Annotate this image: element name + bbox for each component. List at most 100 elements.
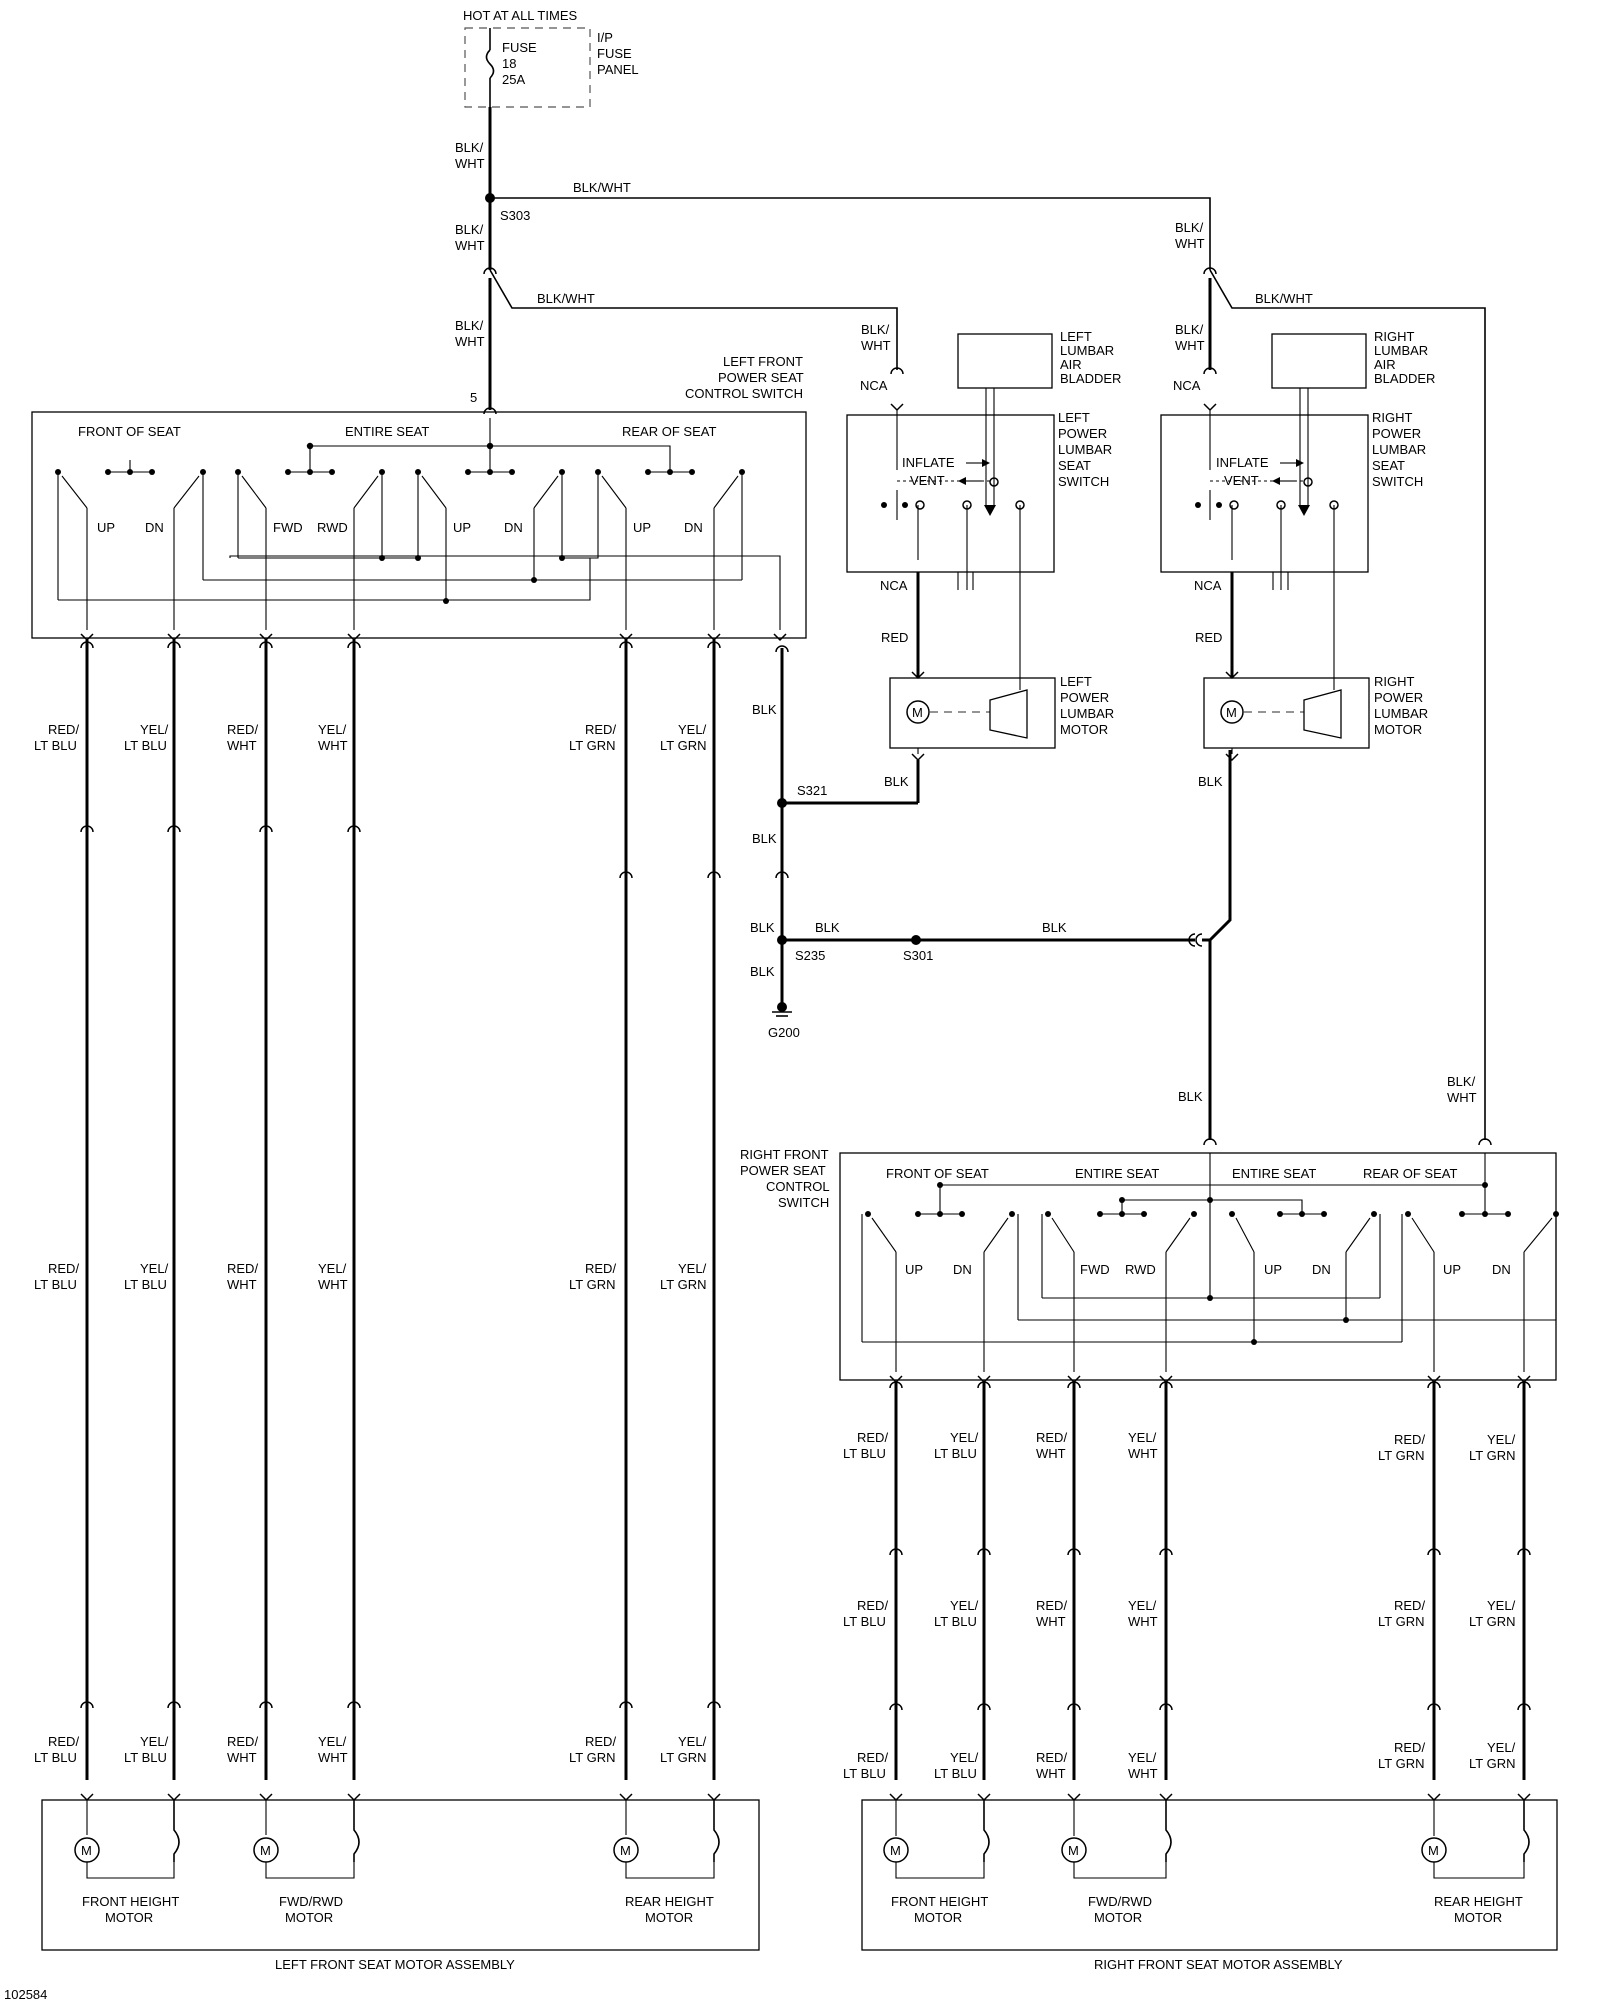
- wl-l1-a0: RED/: [48, 722, 79, 737]
- wl-r2-a1: LT BLU: [843, 1614, 886, 1629]
- wl-l1-e1: LT GRN: [569, 738, 615, 753]
- right-lumbar-motor-label-0: RIGHT: [1374, 674, 1415, 689]
- right-bladder-label-0: RIGHT: [1374, 329, 1415, 344]
- left-vent-arrow: [984, 505, 996, 516]
- fuse-panel-label-0: I/P: [597, 30, 613, 45]
- left-switch-pos-up-3: UP: [633, 520, 651, 535]
- right-lumbar-motor-label-3: MOTOR: [1374, 722, 1422, 737]
- right-lumbar: RIGHT LUMBAR AIR BLADDER RIGHT POWER LUM…: [1160, 329, 1435, 789]
- right-seat-wires: RED/ LT BLU YEL/ LT BLU RED/ WHT YEL/ WH…: [843, 1381, 1531, 1781]
- wire-label-blk-wht-g0: BLK/: [1447, 1074, 1476, 1089]
- right-lumbar-pump: [1303, 689, 1342, 739]
- fuse-label-0: FUSE: [502, 40, 537, 55]
- right-motor-assembly-box: [861, 1799, 1558, 1951]
- splice-s301-label: S301: [903, 948, 933, 963]
- wl-r1-b0: YEL/: [950, 1430, 979, 1445]
- wl-l2-d1: WHT: [318, 1277, 348, 1292]
- wire-label-blk-wht-e0: BLK/: [1175, 322, 1204, 337]
- left-bladder-label-3: BLADDER: [1060, 371, 1121, 386]
- left-switch-pos-rwd: RWD: [317, 520, 348, 535]
- wire-label-blk-6: BLK: [750, 964, 775, 979]
- right-switch-section-rear: REAR OF SEAT: [1363, 1166, 1457, 1181]
- right-switch-pos-dn-3: DN: [1492, 1262, 1511, 1277]
- right-lumbar-m: M: [1226, 705, 1237, 720]
- wl-r2-b0: YEL/: [950, 1598, 979, 1613]
- wl-l1-b0: YEL/: [140, 722, 169, 737]
- wire-label-blk-1: BLK: [752, 702, 777, 717]
- right-front-height-label-0: FRONT HEIGHT: [891, 1894, 988, 1909]
- wl-r1-a0: RED/: [857, 1430, 888, 1445]
- fuse-panel-box: [464, 27, 591, 108]
- right-switch-pos-up-1: UP: [905, 1262, 923, 1277]
- right-lumbar-switch-label-3: SEAT: [1372, 458, 1405, 473]
- right-lumbar-switch-label-1: POWER: [1372, 426, 1421, 441]
- right-lumbar-switch-box: [1160, 414, 1369, 573]
- left-lumbar-motor-label-1: POWER: [1060, 690, 1109, 705]
- right-lumbar-switch-label-0: RIGHT: [1372, 410, 1413, 425]
- left-lumbar-m: M: [912, 705, 923, 720]
- left-seat-wires: RED/ LT BLU YEL/ LT BLU RED/ WHT YEL/ WH…: [34, 640, 721, 1780]
- left-lumbar-motor-label-2: LUMBAR: [1060, 706, 1114, 721]
- left-seat-switch: LEFT FRONT POWER SEAT CONTROL SWITCH FRO…: [31, 354, 807, 642]
- wl-r1-a1: LT BLU: [843, 1446, 886, 1461]
- right-switch-title-0: RIGHT FRONT: [740, 1147, 829, 1162]
- wire-label-blk-wht-lumbar: BLK/WHT: [537, 291, 595, 306]
- right-motor-m-3: M: [1428, 1843, 1439, 1858]
- right-lumbar-bladder-box: [1271, 333, 1367, 389]
- wl-r2-e0: RED/: [1394, 1598, 1425, 1613]
- wl-r3-f1: LT GRN: [1469, 1756, 1515, 1771]
- wl-r3-b1: LT BLU: [934, 1766, 977, 1781]
- right-vent-arrow: [1298, 505, 1310, 516]
- wl-r3-c0: RED/: [1036, 1750, 1067, 1765]
- left-nca-bottom: NCA: [880, 578, 908, 593]
- wire-label-blk-wht-c1: WHT: [455, 334, 485, 349]
- wl-r2-d0: YEL/: [1128, 1598, 1157, 1613]
- left-lumbar-switch-label-1: POWER: [1058, 426, 1107, 441]
- left-switch-title-2: CONTROL SWITCH: [685, 386, 803, 401]
- left-switch-section-rear: REAR OF SEAT: [622, 424, 716, 439]
- wl-l3-a1: LT BLU: [34, 1750, 77, 1765]
- wl-l2-e1: LT GRN: [569, 1277, 615, 1292]
- left-inflate-label: INFLATE: [902, 455, 955, 470]
- wire-label-blk-wht-right: BLK/WHT: [1255, 291, 1313, 306]
- wire-label-blk-wht-top: BLK/WHT: [573, 180, 631, 195]
- right-lumbar-switch-label-2: LUMBAR: [1372, 442, 1426, 457]
- wl-l1-d1: WHT: [318, 738, 348, 753]
- wl-l1-b1: LT BLU: [124, 738, 167, 753]
- right-switch-pos-up-3: UP: [1443, 1262, 1461, 1277]
- wl-l2-b1: LT BLU: [124, 1277, 167, 1292]
- left-lumbar-switch-label-4: SWITCH: [1058, 474, 1109, 489]
- left-motor-assembly-box: [41, 1799, 760, 1951]
- wl-l2-c1: WHT: [227, 1277, 257, 1292]
- wl-l2-a0: RED/: [48, 1261, 79, 1276]
- wire-label-blk-4: BLK: [815, 920, 840, 935]
- left-motor-assembly: M FRONT HEIGHT MOTOR M FWD/RWD MOTOR M R…: [41, 1793, 760, 1951]
- right-seat-switch: RIGHT FRONT POWER SEAT CONTROL SWITCH FR…: [740, 1147, 1559, 1384]
- wl-r2-f0: YEL/: [1487, 1598, 1516, 1613]
- right-assembly-title: RIGHT FRONT SEAT MOTOR ASSEMBLY: [1094, 1957, 1343, 1972]
- left-switch-pos-dn-3: DN: [684, 520, 703, 535]
- left-bladder-label-0: LEFT: [1060, 329, 1092, 344]
- wire-label-blk-2: BLK: [752, 831, 777, 846]
- wl-r3-c1: WHT: [1036, 1766, 1066, 1781]
- wl-l1-a1: LT BLU: [34, 738, 77, 753]
- wl-r3-f0: YEL/: [1487, 1740, 1516, 1755]
- right-switch-pos-dn-2: DN: [1312, 1262, 1331, 1277]
- wl-l2-d0: YEL/: [318, 1261, 347, 1276]
- wl-r2-d1: WHT: [1128, 1614, 1158, 1629]
- left-motor-m-2: M: [260, 1843, 271, 1858]
- wl-r1-e1: LT GRN: [1378, 1448, 1424, 1463]
- right-bladder-label-2: AIR: [1374, 357, 1396, 372]
- right-motor-assembly: M FRONT HEIGHT MOTOR M FWD/RWD MOTOR M R…: [861, 1793, 1558, 1951]
- wl-r3-d0: YEL/: [1128, 1750, 1157, 1765]
- splice-s303-label: S303: [500, 208, 530, 223]
- hot-at-all-times-label: HOT AT ALL TIMES: [463, 8, 577, 23]
- wl-l3-e0: RED/: [585, 1734, 616, 1749]
- fuse-panel-label-2: PANEL: [597, 62, 639, 77]
- splice-s321-label: S321: [797, 783, 827, 798]
- wire-label-blk-wht-c0: BLK/: [455, 318, 484, 333]
- wl-r1-d0: YEL/: [1128, 1430, 1157, 1445]
- fuse-panel-label-1: FUSE: [597, 46, 632, 61]
- wl-l3-c0: RED/: [227, 1734, 258, 1749]
